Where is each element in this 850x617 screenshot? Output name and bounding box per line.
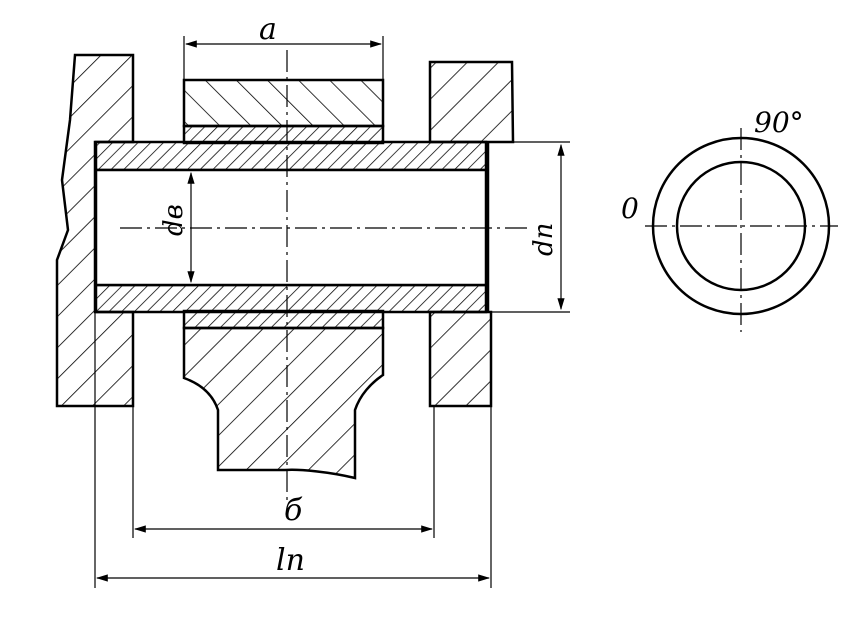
pin-cross-section <box>645 128 838 332</box>
dimension-l-label: lп <box>276 543 305 578</box>
dimension-d-outer-label: dп <box>529 223 559 256</box>
hollow-pin <box>94 140 488 314</box>
lower-link <box>182 326 385 480</box>
dimension-d-outer <box>488 141 570 313</box>
dimension-a <box>183 36 384 80</box>
angle-0-label: 0 <box>621 192 639 225</box>
upper-link <box>182 78 385 128</box>
dimension-d-inner-label: dв <box>159 204 189 236</box>
dimension-a-label: a <box>259 12 277 47</box>
dimension-b-label: б <box>284 493 303 528</box>
angle-90-label: 90° <box>754 106 804 139</box>
dimension-l <box>94 312 492 588</box>
center-lines <box>120 50 530 500</box>
upper-bushing <box>182 124 385 145</box>
dimension-b <box>132 406 435 538</box>
lower-bushing <box>182 309 385 330</box>
